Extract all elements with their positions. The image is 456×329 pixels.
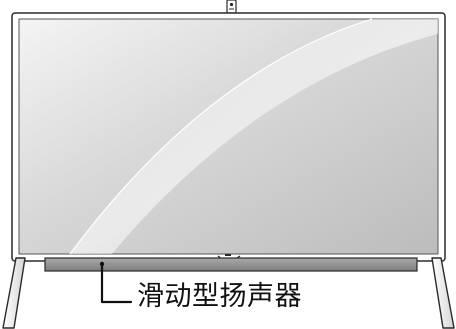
right-stand-leg — [431, 257, 455, 329]
left-stand-leg — [2, 257, 26, 329]
screen-reflection-edge — [69, 18, 373, 255]
speaker-callout-label: 滑动型扬声器 — [137, 281, 302, 312]
screen-reflection — [70, 19, 438, 254]
speaker-bar — [44, 257, 418, 272]
camera-icon — [226, 0, 237, 14]
callout-anchor-dot — [99, 261, 105, 267]
callout-leader-line — [100, 262, 133, 304]
